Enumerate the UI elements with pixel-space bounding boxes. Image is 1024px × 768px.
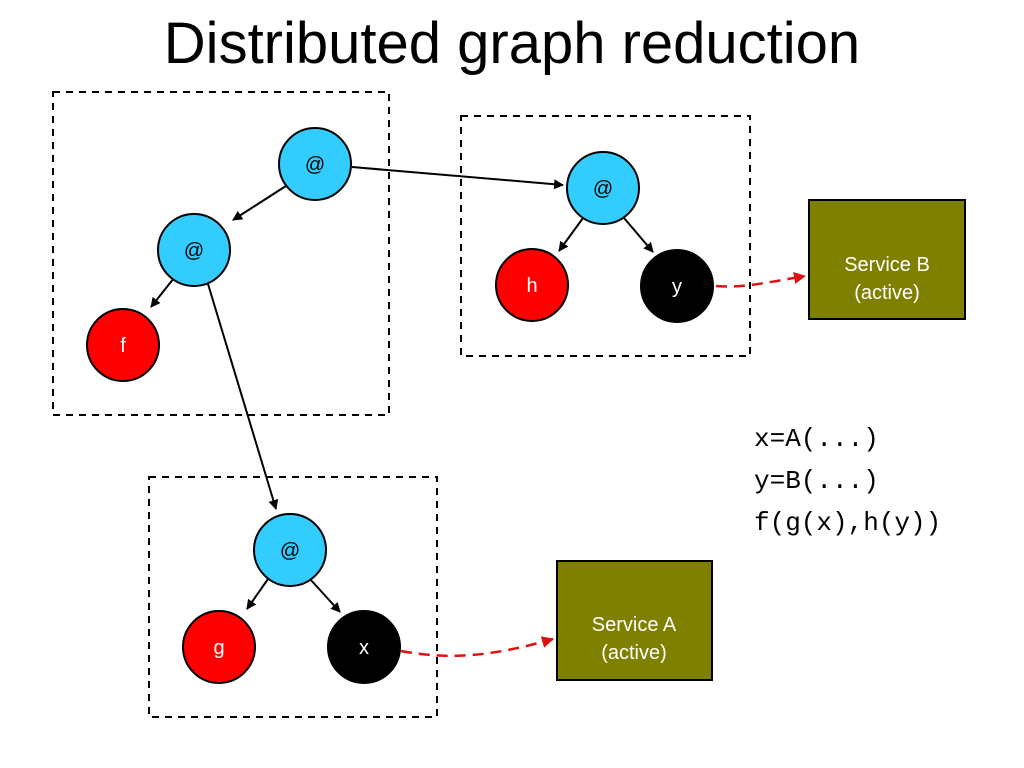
service-b-box [808,199,966,320]
leaf-node-h [495,248,569,322]
service-b-status: (active) [854,282,920,304]
code-line-y: y=B(...) [754,466,879,496]
edge-mid-to-bottom [207,283,279,510]
remote-link-y-to-service-b [715,272,806,288]
edge-bottom-to-x [309,578,341,613]
service-b-name: Service B [844,254,930,276]
apply-node-mid [157,213,231,287]
apply-node-right [566,151,640,225]
value-node-y [640,249,714,323]
partition-box-right [460,115,751,357]
value-node-x-label: x [359,637,369,659]
apply-node-right-label: @ [593,178,613,200]
service-a-box [556,560,713,681]
apply-node-bottom-label: @ [280,540,300,562]
value-node-y-label: y [672,276,682,298]
value-node-x [327,610,401,684]
edge-bottom-to-g [246,578,269,610]
edge-mid-to-f [150,277,175,308]
leaf-node-g [182,610,256,684]
edge-right-to-y [623,217,654,253]
leaf-node-f [86,308,160,382]
apply-node-top [278,127,352,201]
partition-box-left [52,91,390,416]
edge-right-to-h [558,217,584,252]
apply-node-bottom [253,513,327,587]
apply-node-mid-label: @ [184,240,204,262]
leaf-node-h-label: h [526,275,537,297]
code-line-x: x=A(...) [754,424,879,454]
remote-link-x-to-service-a [400,636,554,658]
leaf-node-g-label: g [213,637,224,659]
service-a-name: Service A [592,614,677,636]
edge-top-to-mid [232,183,290,221]
service-a-status: (active) [601,642,667,664]
slide-title: Distributed graph reduction [163,11,861,76]
leaf-node-f-label: f [120,335,126,357]
code-line-expression: f(g(x),h(y)) [754,508,942,538]
apply-node-top-label: @ [305,154,325,176]
partition-box-bottom [148,476,438,718]
edge-top-to-right [351,166,564,190]
